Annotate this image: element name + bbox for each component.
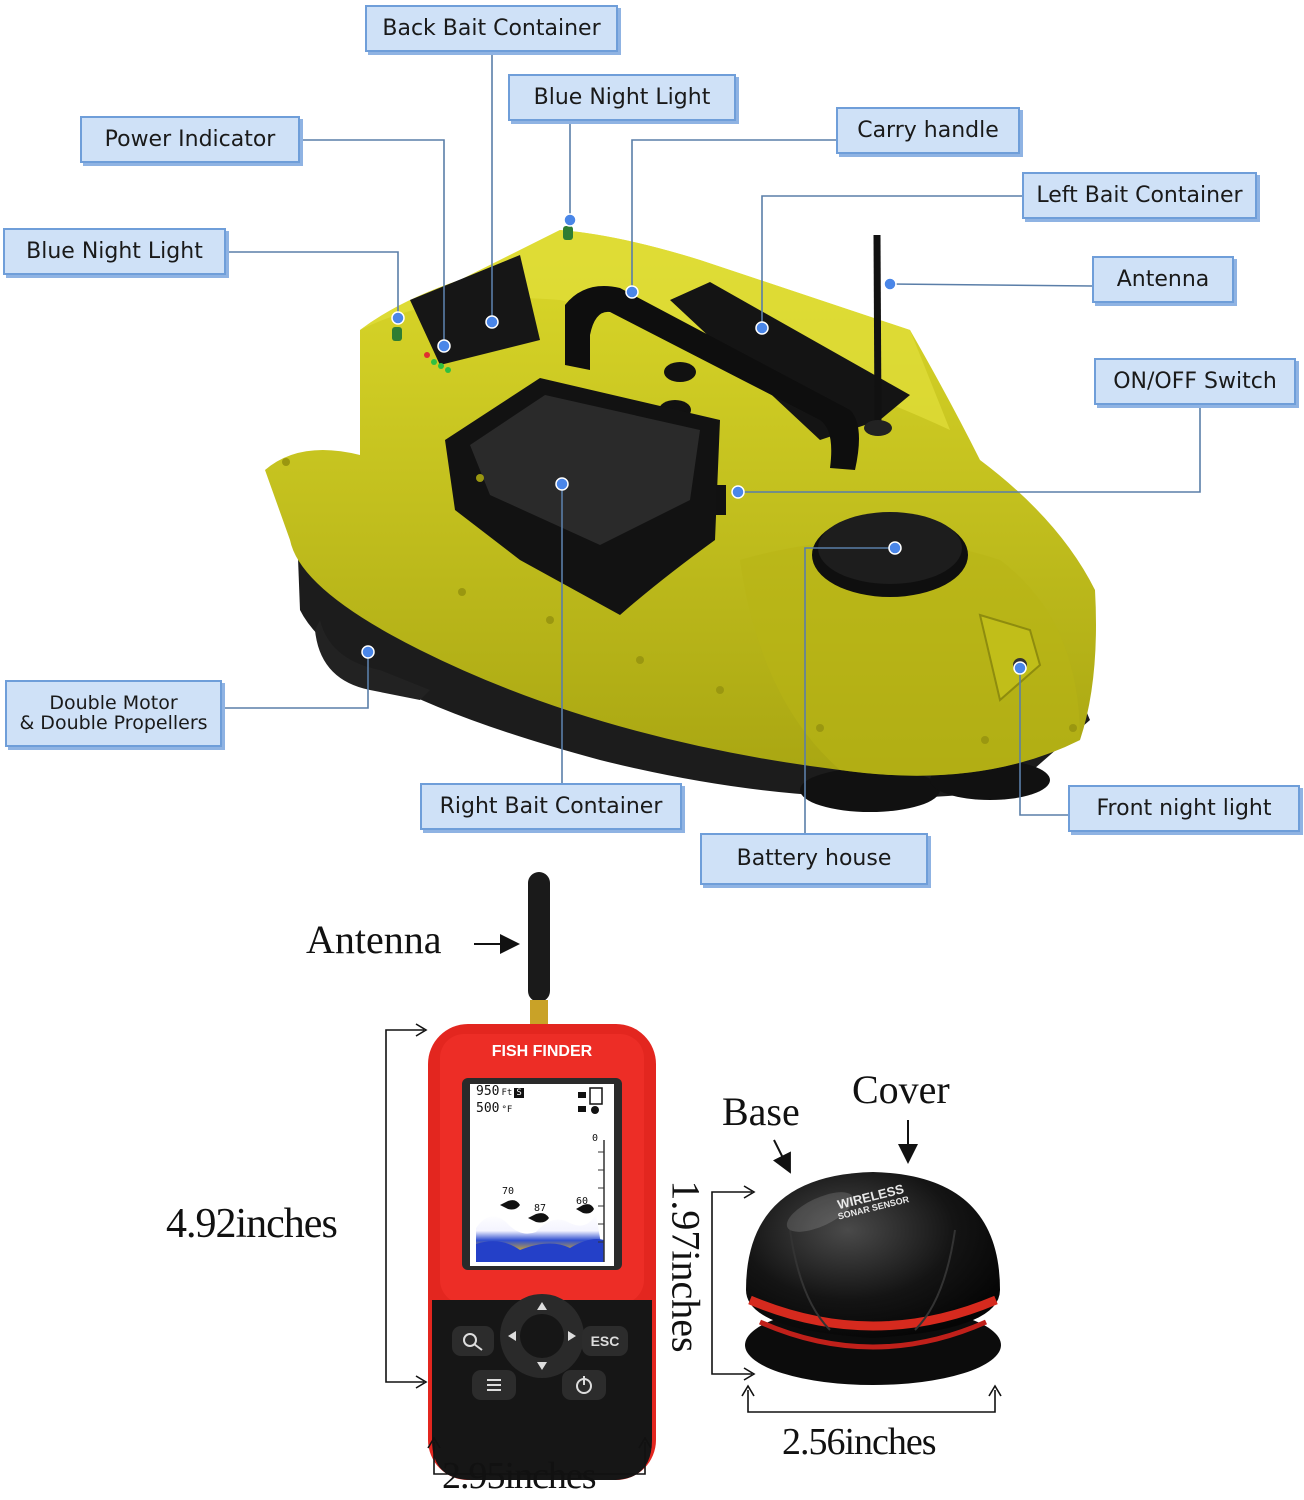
screen-temp-readout: 500°F bbox=[476, 1101, 512, 1116]
callout-power-indicator: Power Indicator bbox=[80, 116, 300, 163]
screen-depth-badge: S bbox=[514, 1088, 524, 1098]
screen-scale-zero: 0 bbox=[592, 1133, 599, 1144]
leader-dots bbox=[361, 213, 1027, 675]
callout-back-bait-container: Back Bait Container bbox=[365, 5, 618, 52]
callout-blue-night-light-left: Blue Night Light bbox=[3, 228, 226, 275]
bait-boat bbox=[265, 226, 1096, 812]
finder-width-dimension: 2.95inches bbox=[442, 1455, 597, 1497]
cover-label: Cover bbox=[852, 1067, 950, 1112]
callout-on-off-switch: ON/OFF Switch bbox=[1094, 358, 1296, 405]
sensor-width-dimension: 2.56inches bbox=[782, 1421, 937, 1463]
fish-finder-device bbox=[428, 872, 656, 1480]
callout-battery-house: Battery house bbox=[700, 833, 928, 885]
leader-lines bbox=[222, 52, 1201, 835]
callout-double-motor-line1: Double Motor bbox=[49, 691, 178, 714]
screen-depth-value: 950 bbox=[476, 1084, 500, 1099]
callout-blue-night-light-top: Blue Night Light bbox=[508, 74, 736, 121]
dimension-lines bbox=[385, 1023, 1002, 1475]
sensor-height-dimension: 1.97inches bbox=[663, 1180, 709, 1353]
screen-temp-unit: °F bbox=[501, 1105, 513, 1115]
screen-depth-unit: Ft bbox=[501, 1088, 513, 1098]
callout-carry-handle: Carry handle bbox=[836, 107, 1020, 154]
callout-double-motor: Double Motor & Double Propellers bbox=[5, 680, 222, 747]
pointer-arrows bbox=[474, 934, 918, 1174]
esc-button-label: ESC bbox=[590, 1333, 620, 1349]
callout-front-night-light: Front night light bbox=[1068, 785, 1300, 832]
antenna-label: Antenna bbox=[306, 917, 442, 962]
finder-height-dimension: 4.92inches bbox=[166, 1201, 338, 1247]
fish-finder-brand: FISH FINDER bbox=[491, 1043, 593, 1060]
wireless-sonar-sensor bbox=[745, 1172, 1001, 1385]
screen-fish-depth-right: 60 bbox=[576, 1196, 589, 1207]
base-label: Base bbox=[722, 1089, 800, 1134]
callout-antenna: Antenna bbox=[1092, 256, 1234, 303]
callout-left-bait-container: Left Bait Container bbox=[1022, 172, 1257, 219]
callout-right-bait-container: Right Bait Container bbox=[420, 783, 682, 830]
screen-temp-value: 500 bbox=[476, 1101, 500, 1116]
screen-fish-depth-mid: 87 bbox=[534, 1203, 547, 1214]
callout-double-motor-line2: & Double Propellers bbox=[19, 711, 208, 734]
screen-fish-depth-left: 70 bbox=[502, 1186, 515, 1197]
